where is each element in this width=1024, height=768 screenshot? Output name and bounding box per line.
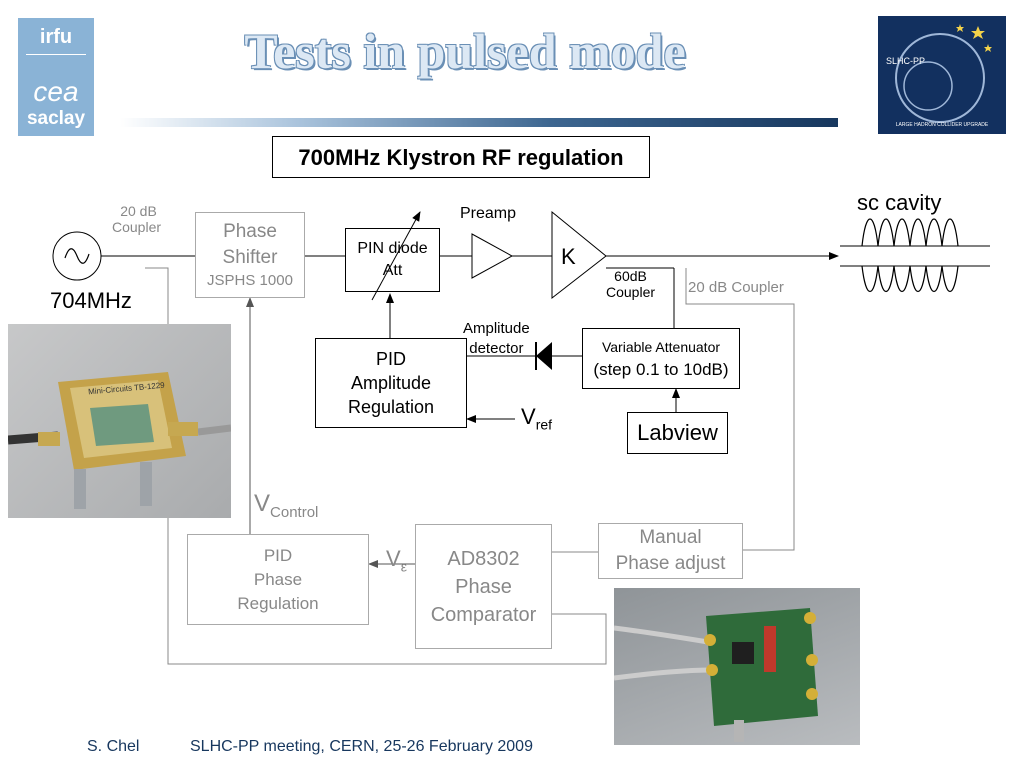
footer-meeting: SLHC-PP meeting, CERN, 25-26 February 20… — [190, 738, 533, 755]
manual-phase-adjust-block: Manual Phase adjust — [598, 523, 743, 579]
phase-shifter-model: JSPHS 1000 — [207, 272, 293, 289]
detector-diode-symbol — [536, 342, 552, 370]
pin-diode-att-block: PIN diode Att — [345, 228, 440, 292]
sc-cavity-label: sc cavity — [857, 190, 942, 215]
source-frequency-label: 704MHz — [50, 288, 132, 313]
slhc-logo-caption: LARGE HADRON COLLIDER UPGRADE — [895, 122, 989, 128]
vcontrol-label: VControl — [254, 490, 318, 521]
coupler-60db-line2: Coupler — [606, 284, 656, 300]
pid-phase-line3: Regulation — [237, 593, 319, 613]
vref-main: V — [521, 404, 536, 429]
logo-divider — [26, 54, 86, 55]
vcontrol-sub: Control — [270, 503, 319, 521]
coupler-right-label: 20 dB Coupler — [688, 279, 784, 296]
pid-amp-line1: PID — [375, 349, 406, 369]
pin-att-line2: Att — [382, 262, 403, 279]
phase-shifter-line2: Shifter — [222, 247, 278, 268]
coupler-left-label: 20 dB Coupler — [112, 203, 161, 235]
comparator-line1: AD8302 — [447, 547, 520, 570]
slhc-pp-logo: SLHC-PP LARGE HADRON COLLIDER UPGRADE — [878, 16, 1006, 134]
veps-main: V — [386, 546, 401, 571]
vcontrol-main: V — [254, 490, 271, 517]
coupler-left-line2: Coupler — [112, 219, 162, 235]
veps-sub: ε — [400, 558, 407, 575]
vref-label: Vref — [521, 404, 552, 432]
preamp-label: Preamp — [460, 205, 517, 222]
title-underline — [120, 118, 838, 127]
phase-shifter-line1: Phase — [223, 221, 277, 242]
logo-text-cea: cea — [33, 76, 79, 107]
logo-text-saclay: saclay — [26, 108, 86, 129]
pin-att-line1: PIN diode — [357, 240, 428, 257]
var-att-line2: (step 0.1 to 10dB) — [593, 359, 729, 379]
footer-author: S. Chel — [87, 738, 140, 755]
labview-block: Labview — [627, 412, 728, 454]
manual-line2: Phase adjust — [615, 553, 726, 574]
variable-attenuator-block: Variable Attenuator (step 0.1 to 10dB) — [582, 328, 740, 389]
coupler-60db-line1: 60dB — [614, 268, 647, 284]
pid-amp-line2: Amplitude — [350, 373, 432, 393]
phase-comparator-block: AD8302 Phase Comparator — [415, 524, 552, 649]
slhc-logo-graphic — [895, 24, 992, 123]
klystron-label: K — [561, 244, 576, 269]
pid-phase-block: PID Phase Regulation — [187, 534, 369, 625]
coupler-60db-label: 60dB Coupler — [606, 268, 655, 300]
v-epsilon-label: Vε — [386, 546, 407, 574]
logo-text-irfu: irfu — [39, 26, 73, 48]
irfu-cea-logo: irfu cea saclay — [18, 18, 94, 136]
var-att-line1: Variable Attenuator — [601, 338, 721, 355]
subtitle-box: 700MHz Klystron RF regulation — [272, 136, 650, 178]
phase-shifter-block: Phase Shifter JSPHS 1000 — [195, 212, 305, 298]
amplitude-detector-label: Amplitude detector — [463, 319, 530, 359]
amp-detector-line2: detector — [469, 340, 524, 357]
pid-phase-line2: Phase — [253, 569, 303, 589]
comparator-board-graphic — [614, 608, 818, 742]
vref-sub: ref — [535, 416, 553, 433]
coupler-left-line1: 20 dB — [120, 203, 157, 219]
klystron-symbol — [551, 210, 607, 300]
manual-line1: Manual — [639, 527, 702, 548]
slide-title: Tests in pulsed mode — [244, 23, 686, 79]
comparator-line2: Phase — [455, 575, 512, 598]
preamp-symbol — [471, 233, 514, 279]
labview-label: Labview — [637, 420, 718, 445]
slhc-logo-name: SLHC-PP — [886, 56, 926, 66]
amp-detector-line1: Amplitude — [463, 320, 530, 337]
pid-phase-line1: PID — [263, 545, 293, 565]
comparator-line3: Comparator — [430, 603, 537, 626]
phase-shifter-photo: Mini-Circuits TB-1229 — [8, 324, 231, 518]
pid-amp-line3: Regulation — [347, 397, 435, 417]
comparator-board-photo — [614, 588, 860, 745]
pid-amplitude-block: PID Amplitude Regulation — [315, 338, 467, 428]
phase-shifter-photo-graphic — [8, 372, 231, 509]
